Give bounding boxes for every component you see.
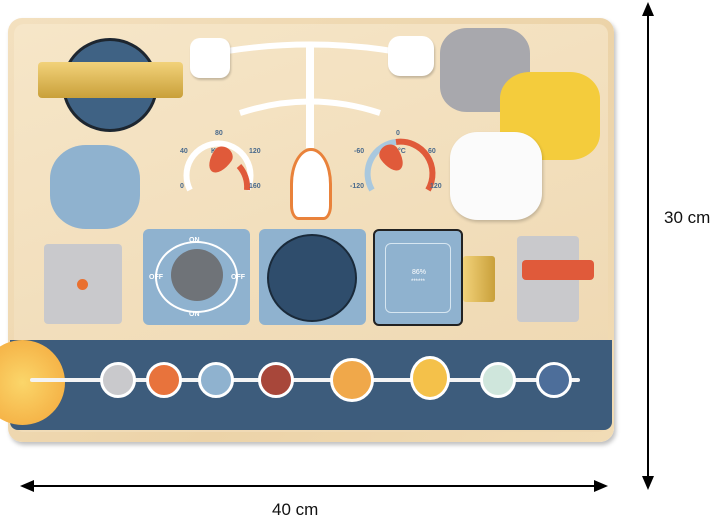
planet-earth[interactable] (198, 362, 234, 398)
tick-label: 120 (249, 148, 261, 155)
gauge-unit: °C (398, 148, 406, 155)
tick-label: 0 (396, 130, 400, 137)
tick-label: 60 (428, 148, 436, 155)
height-label: 30 cm (664, 208, 711, 227)
hinge (463, 256, 495, 302)
door-latch[interactable] (38, 62, 183, 98)
dial-label: ON (189, 237, 200, 244)
ufo-slider[interactable] (388, 36, 434, 76)
tick-label: 40 (180, 148, 188, 155)
planet-uranus[interactable] (480, 362, 516, 398)
planet-mars[interactable] (258, 362, 294, 398)
screen-stars: ****** (411, 279, 426, 285)
rocket-slider[interactable] (290, 148, 332, 220)
planet-neptune[interactable] (536, 362, 572, 398)
rotary-switch-panel: ON OFF OFF ON (143, 229, 250, 325)
speed-gauge: 0 40 80 120 160 KM (175, 128, 265, 198)
temperature-gauge: -120 -60 0 60 120 °C (350, 128, 445, 198)
slide-switch-handle[interactable] (522, 260, 594, 280)
dial-label: OFF (231, 274, 245, 281)
tick-label: -60 (354, 148, 365, 155)
orbit-spinner[interactable] (267, 234, 357, 322)
planet-mercury[interactable] (100, 362, 136, 398)
screen-value: 86% (412, 269, 427, 276)
planet-saturn[interactable] (410, 356, 450, 400)
tick-label: 80 (215, 130, 223, 137)
dial-label: OFF (149, 274, 163, 281)
tick-label: 0 (180, 183, 184, 190)
dial-label: ON (189, 311, 200, 318)
sun (0, 340, 65, 425)
width-label: 40 cm (272, 500, 319, 519)
push-button[interactable] (77, 279, 88, 290)
screen-door[interactable]: 86% ****** (373, 229, 463, 326)
gear-white[interactable] (450, 132, 542, 220)
peg-flower[interactable] (50, 145, 140, 229)
tick-label: -120 (350, 183, 365, 190)
astronaut-slider[interactable] (190, 38, 230, 78)
rotary-knob[interactable] (171, 249, 223, 301)
tick-label: 160 (249, 183, 261, 190)
planet-venus[interactable] (146, 362, 182, 398)
planet-jupiter[interactable] (330, 358, 374, 402)
tick-label: 120 (430, 183, 442, 190)
spinner-panel (259, 229, 366, 325)
planet-track (30, 378, 580, 382)
